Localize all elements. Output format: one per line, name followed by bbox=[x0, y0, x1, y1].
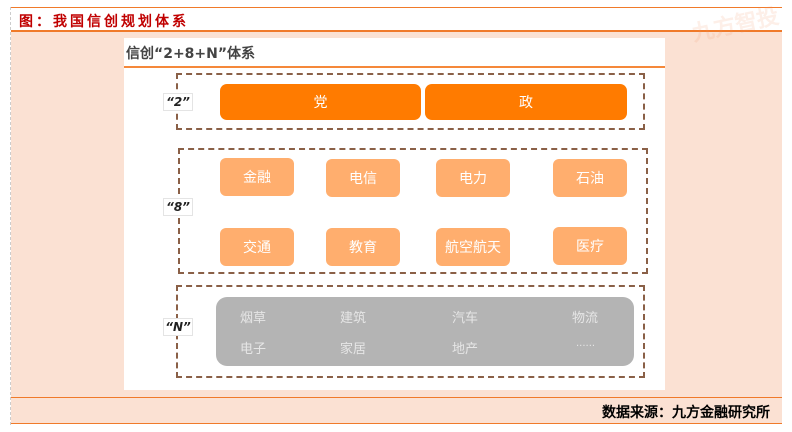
industry-item: 物流 bbox=[572, 311, 599, 326]
figure-title: 图：我国信创规划体系 bbox=[19, 14, 189, 30]
n-industries-box: 烟草 建筑 汽车 物流 电子 家居 地产 ...... bbox=[216, 297, 634, 366]
industry-item: 烟草 bbox=[240, 311, 267, 326]
industry-item: 电子 bbox=[240, 342, 267, 357]
industry-item: 家居 bbox=[340, 342, 367, 357]
industry-item-more: ...... bbox=[576, 338, 596, 349]
frame-border bbox=[10, 7, 11, 425]
group-n-label: “N” bbox=[163, 318, 193, 336]
sector-item: 金融 bbox=[220, 158, 294, 196]
item-government: 政 bbox=[425, 84, 627, 120]
data-source: 数据来源：九方金融研究所 bbox=[602, 405, 770, 421]
diagram-panel: 信创“2+8+N”体系 “2” 党 政 “8” 金融 电信 电力 石油 交通 教… bbox=[124, 38, 665, 390]
industry-item: 地产 bbox=[452, 342, 479, 357]
item-party: 党 bbox=[220, 84, 421, 120]
sector-item: 电信 bbox=[326, 159, 400, 197]
sector-item: 医疗 bbox=[553, 227, 627, 265]
sector-item: 交通 bbox=[220, 228, 294, 266]
figure-footer: 数据来源：九方金融研究所 bbox=[11, 397, 782, 424]
panel-title: 信创“2+8+N”体系 bbox=[126, 46, 256, 62]
industry-item: 汽车 bbox=[452, 311, 479, 326]
figure-header: 图：我国信创规划体系 bbox=[11, 7, 782, 32]
industry-item: 建筑 bbox=[340, 311, 367, 326]
group-8-label: “8” bbox=[163, 198, 193, 216]
sector-item: 航空航天 bbox=[436, 228, 510, 266]
sector-item: 电力 bbox=[436, 159, 510, 197]
title-divider bbox=[124, 66, 665, 68]
sector-item: 石油 bbox=[553, 159, 627, 197]
group-2-label: “2” bbox=[163, 93, 193, 111]
sector-item: 教育 bbox=[326, 228, 400, 266]
